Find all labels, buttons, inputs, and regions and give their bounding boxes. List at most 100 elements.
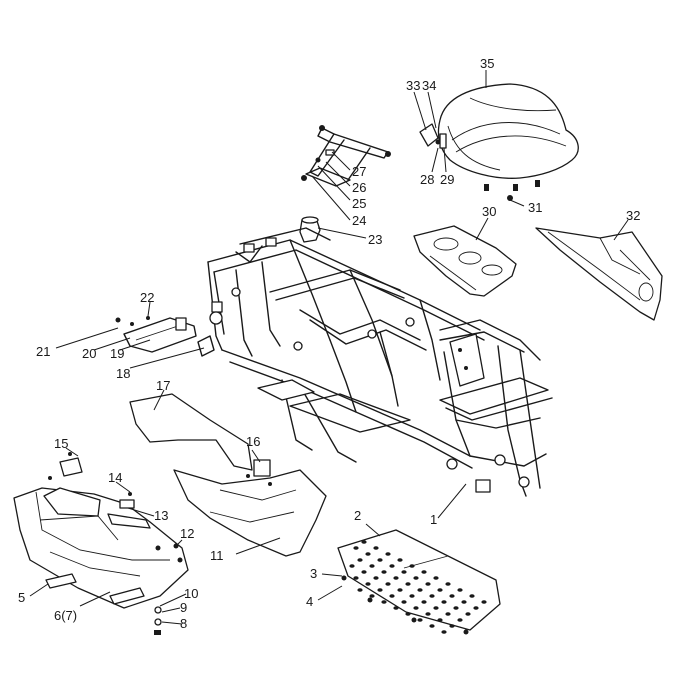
plate-hole bbox=[413, 606, 419, 610]
callout-32: 32 bbox=[626, 208, 640, 223]
plate-hole bbox=[357, 558, 363, 562]
plate-hole bbox=[441, 600, 447, 604]
plate-hole bbox=[349, 564, 355, 568]
callout-12: 12 bbox=[180, 526, 194, 541]
leader-lines bbox=[29, 70, 629, 625]
left-footrest-bracket bbox=[115, 316, 215, 357]
callout-25: 25 bbox=[352, 196, 366, 211]
plate-hole bbox=[369, 594, 375, 598]
plate-hole bbox=[445, 582, 451, 586]
plate-hole bbox=[469, 594, 475, 598]
callout-5: 5 bbox=[18, 590, 25, 605]
plate-hole bbox=[481, 600, 487, 604]
plate-hole bbox=[405, 612, 411, 616]
plate-hole bbox=[457, 588, 463, 592]
plate-hole bbox=[409, 594, 415, 598]
plate-hole bbox=[421, 600, 427, 604]
plate-hole bbox=[357, 588, 363, 592]
callout-1: 1 bbox=[430, 512, 437, 527]
seat-latch-parts bbox=[419, 123, 540, 201]
callout-13: 13 bbox=[154, 508, 168, 523]
plate-fasteners bbox=[341, 575, 469, 635]
callout-23: 23 bbox=[368, 232, 382, 247]
right-side-cover bbox=[535, 227, 663, 321]
plate-hole bbox=[361, 570, 367, 574]
plate-hole bbox=[381, 600, 387, 604]
plate-hole bbox=[385, 582, 391, 586]
plate-hole bbox=[473, 606, 479, 610]
callout-8: 8 bbox=[180, 616, 187, 631]
plate-hole bbox=[437, 618, 443, 622]
callout-34: 34 bbox=[422, 78, 436, 93]
plate-hole bbox=[377, 588, 383, 592]
plate-hole bbox=[441, 630, 447, 634]
callout-20: 20 bbox=[82, 346, 96, 361]
callout-10: 10 bbox=[184, 586, 198, 601]
plate-hole bbox=[421, 570, 427, 574]
footrest-plate bbox=[337, 529, 501, 634]
plate-hole bbox=[449, 594, 455, 598]
plate-hole bbox=[397, 588, 403, 592]
plate-hole bbox=[449, 624, 455, 628]
plate-holes bbox=[349, 540, 487, 634]
plate-hole bbox=[409, 564, 415, 568]
callout-19: 19 bbox=[110, 346, 124, 361]
plate-hole bbox=[373, 576, 379, 580]
callout-27: 27 bbox=[352, 164, 366, 179]
callout-17: 17 bbox=[156, 378, 170, 393]
callout-24: 24 bbox=[352, 213, 366, 228]
callout-16: 16 bbox=[246, 434, 260, 449]
plate-hole bbox=[429, 594, 435, 598]
plate-hole bbox=[413, 576, 419, 580]
callout-31: 31 bbox=[528, 200, 542, 215]
plate-hole bbox=[433, 576, 439, 580]
plate-hole bbox=[381, 570, 387, 574]
callout-labels: 35 33 34 28 29 31 27 26 25 24 23 30 32 2… bbox=[18, 56, 640, 631]
plate-hole bbox=[389, 564, 395, 568]
plate-hole bbox=[373, 546, 379, 550]
plate-hole bbox=[405, 582, 411, 586]
callout-18: 18 bbox=[116, 366, 130, 381]
plate-hole bbox=[401, 600, 407, 604]
plate-hole bbox=[445, 612, 451, 616]
callout-9: 9 bbox=[180, 600, 187, 615]
plate-hole bbox=[417, 618, 423, 622]
plate-hole bbox=[397, 558, 403, 562]
plate-hole bbox=[365, 552, 371, 556]
plate-hole bbox=[353, 576, 359, 580]
callout-33: 33 bbox=[406, 78, 420, 93]
plate-hole bbox=[457, 618, 463, 622]
plate-hole bbox=[393, 576, 399, 580]
plate-hole bbox=[361, 540, 367, 544]
plate-hole bbox=[393, 606, 399, 610]
center-console bbox=[413, 225, 517, 297]
plate-hole bbox=[437, 588, 443, 592]
callout-22: 22 bbox=[140, 290, 154, 305]
callout-35: 35 bbox=[480, 56, 494, 71]
plate-hole bbox=[453, 606, 459, 610]
callout-26: 26 bbox=[352, 180, 366, 195]
seat bbox=[437, 83, 579, 179]
callout-29: 29 bbox=[440, 172, 454, 187]
callout-14: 14 bbox=[108, 470, 122, 485]
plate-hole bbox=[365, 582, 371, 586]
callout-3: 3 bbox=[310, 566, 317, 581]
plate-hole bbox=[465, 612, 471, 616]
main-frame bbox=[207, 227, 553, 497]
callout-6-7: 6(7) bbox=[54, 608, 77, 623]
plate-hole bbox=[417, 588, 423, 592]
left-inner-panel bbox=[129, 393, 253, 471]
plate-hole bbox=[385, 552, 391, 556]
plate-hole bbox=[353, 546, 359, 550]
rear-rack-bracket bbox=[301, 125, 391, 187]
callout-21: 21 bbox=[36, 344, 50, 359]
callout-4: 4 bbox=[306, 594, 313, 609]
callout-2: 2 bbox=[354, 508, 361, 523]
plate-hole bbox=[429, 624, 435, 628]
plate-hole bbox=[377, 558, 383, 562]
plate-hole bbox=[425, 612, 431, 616]
plate-hole bbox=[461, 600, 467, 604]
callout-28: 28 bbox=[420, 172, 434, 187]
front-fasteners bbox=[154, 543, 183, 635]
